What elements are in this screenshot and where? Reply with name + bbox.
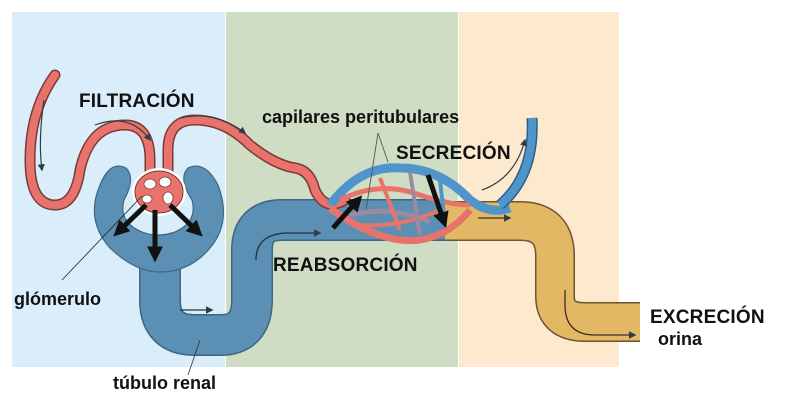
filtration-arrow-left — [113, 203, 148, 237]
reabsorption-label: REABSORCIÓN — [273, 254, 418, 276]
afferent-arteriole — [24, 69, 156, 211]
capillaries-label: capilares peritubulares — [262, 107, 459, 127]
efferent-arteriole — [162, 114, 351, 210]
excretion-label: EXCRECIÓN — [650, 306, 765, 328]
process-arrows — [113, 174, 449, 263]
renal-tubule-label: túbulo renal — [113, 373, 216, 393]
filtration-label: FILTRACIÓN — [79, 90, 195, 112]
filtration-arrow-right — [168, 203, 203, 237]
secretion-label: SECRECIÓN — [396, 142, 511, 164]
secretion-arrow — [425, 174, 449, 229]
collecting-duct — [440, 201, 640, 342]
glomerulus-label: glómerulo — [14, 289, 101, 309]
peritubular-capillaries — [326, 117, 538, 245]
renal-tubule — [93, 165, 445, 356]
pointer-lines — [61, 132, 389, 376]
urine-label: orina — [658, 329, 703, 349]
flow-arrows — [37, 99, 528, 191]
reabsorption-arrow — [331, 195, 363, 230]
